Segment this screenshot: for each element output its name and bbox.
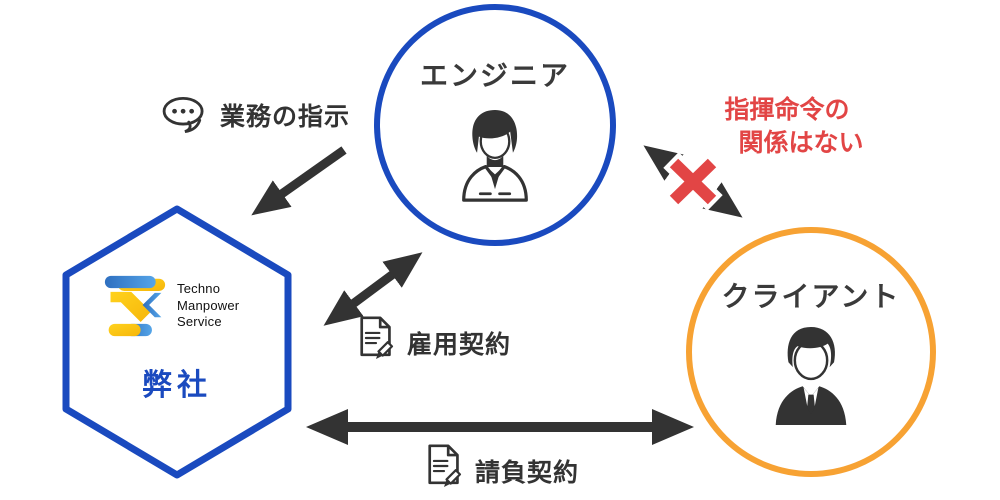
company-logo-text: Techno Manpower Service [177,280,240,330]
employment-label: 雇用契約 [407,331,512,359]
employment-relation-label: 雇用契約 [355,312,511,364]
hexagon-border [62,205,292,479]
contract-document-icon [360,316,394,359]
client-node: クライアント [686,227,936,477]
company-logo: Techno Manpower Service [103,274,239,338]
instruction-arrow [251,146,347,216]
instruction-relation-label: 業務の指示 [160,96,350,134]
speech-bubble-icon [162,96,204,134]
company-label: 弊社 [142,369,212,402]
contract-document-icon [428,444,462,487]
company-node: Techno Manpower Service 弊社 [57,204,297,480]
instruction-label: 業務の指示 [220,103,351,131]
engineer-node: エンジニア [374,4,616,246]
client-person-icon [762,319,860,438]
cross-x-icon [663,152,723,211]
outsourcing-relation-label: 請負契約 [423,440,579,492]
no-command-line2: 関係はない [738,129,864,157]
client-label: クライアント [721,281,901,312]
no-command-note: 指揮命令の 関係はない [698,94,876,160]
engineer-person-icon [449,100,541,217]
engineer-label: エンジニア [419,60,570,91]
employment-arrow [323,252,423,326]
techno-manpower-logo-mark [104,275,166,337]
outsourcing-label: 請負契約 [475,459,580,487]
no-command-line1: 指揮命令の [724,96,850,124]
